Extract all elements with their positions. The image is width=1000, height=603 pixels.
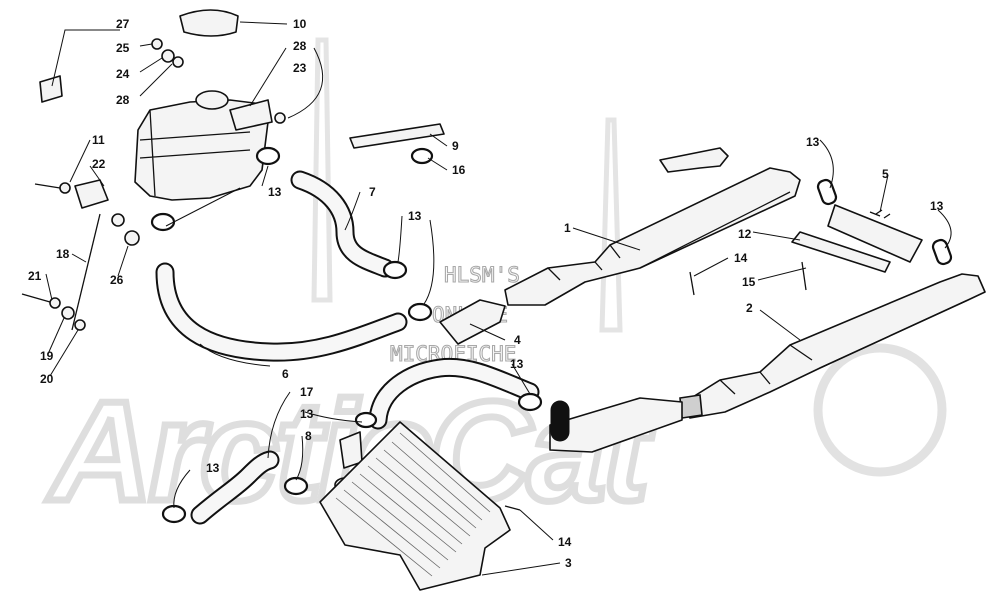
hose-5 — [827, 204, 923, 263]
tank-mount-bracket — [229, 99, 273, 131]
watermark-wheel — [813, 343, 947, 477]
callout-18: 18 — [56, 247, 70, 261]
watermark-spire-right — [599, 117, 623, 333]
heat-exchanger-plate-3 — [319, 421, 511, 591]
watermark-line-1: HLSM'S — [444, 263, 520, 287]
hose-17 — [190, 450, 280, 525]
spacer-28b — [274, 112, 286, 124]
callout-13-right-upper: 13 — [806, 135, 820, 149]
callout-21: 21 — [28, 269, 42, 283]
heat-exchanger-rail-upper — [504, 147, 801, 306]
callout-9: 9 — [452, 139, 459, 153]
screw-14-plate — [504, 505, 521, 511]
callout-11: 11 — [92, 133, 105, 147]
spacer-28a — [172, 56, 184, 68]
callout-10: 10 — [293, 17, 307, 31]
callout-17: 17 — [300, 385, 314, 399]
washer-22 — [111, 213, 125, 227]
rail-end-cap — [679, 394, 703, 419]
callout-1: 1 — [564, 221, 571, 235]
callout-4: 4 — [514, 333, 521, 347]
callout-24: 24 — [116, 67, 130, 81]
deflector-12 — [791, 231, 891, 273]
clamp-fitting — [354, 411, 378, 429]
hose-7 — [290, 170, 395, 278]
callout-28-left: 28 — [116, 93, 130, 107]
hose-6 — [155, 262, 408, 362]
callout-6: 6 — [282, 367, 289, 381]
callout-3: 3 — [565, 556, 572, 570]
callout-12: 12 — [738, 227, 752, 241]
callout-26: 26 — [110, 273, 124, 287]
washer-24 — [161, 49, 175, 63]
callout-20: 20 — [40, 372, 54, 386]
bolt-21 — [49, 297, 61, 309]
callout-14-rail: 14 — [734, 251, 748, 265]
callout-16: 16 — [452, 163, 466, 177]
callout-13-tank: 13 — [268, 185, 282, 199]
clamp-hose-7 — [382, 260, 408, 280]
callout-13-hose7: 13 — [408, 209, 422, 223]
callout-7: 7 — [369, 185, 376, 199]
leader-lines — [45, 21, 952, 576]
callout-13-hose17: 13 — [206, 461, 220, 475]
clamp-hose-6 — [407, 302, 433, 322]
clamp-right-lower — [931, 238, 953, 266]
clamp-hose-4 — [517, 392, 543, 412]
callout-13-hose4: 13 — [510, 357, 524, 371]
lock-washer-20 — [74, 319, 86, 331]
rail-bracket — [659, 147, 729, 173]
screw-14 — [689, 271, 695, 296]
screw-15 — [801, 261, 807, 291]
rod-18 — [71, 213, 101, 331]
mount-hardware — [21, 179, 140, 331]
callout-25: 25 — [116, 41, 130, 55]
callout-5: 5 — [882, 167, 889, 181]
clamp-tank-outlet — [255, 146, 281, 166]
decal-27 — [39, 75, 63, 103]
callout-28-right: 28 — [293, 39, 307, 53]
watermark-spire-left — [311, 37, 333, 303]
tank-filler-neck — [195, 90, 229, 110]
callout-19: 19 — [40, 349, 54, 363]
bracket-22 — [74, 179, 109, 209]
callout-labels: 27 25 24 28 28 23 10 9 16 11 22 13 7 13 … — [28, 17, 944, 570]
callout-8: 8 — [305, 429, 312, 443]
nut-26 — [124, 230, 140, 246]
hose-4 — [368, 357, 540, 430]
rail-front-section — [549, 397, 683, 453]
clamps-13 — [150, 146, 543, 524]
clamp-16 — [410, 147, 434, 165]
bolt-25 — [151, 38, 163, 50]
callout-2: 2 — [746, 301, 753, 315]
callout-15: 15 — [742, 275, 756, 289]
callout-23: 23 — [293, 61, 307, 75]
callout-27: 27 — [116, 17, 130, 31]
overflow-tube-9 — [349, 123, 445, 149]
washer-19 — [61, 306, 75, 320]
clamp-tank-lower — [150, 212, 176, 232]
radiator-cap — [179, 9, 239, 37]
clamp-hose-17 — [161, 504, 187, 524]
bolt-11 — [59, 182, 71, 194]
callout-14-plate: 14 — [558, 535, 572, 549]
rail-connector — [439, 299, 506, 345]
callout-13-fitting: 13 — [300, 407, 314, 421]
expansion-tank — [39, 9, 445, 201]
callout-13-right-lower: 13 — [930, 199, 944, 213]
clamp-right-upper — [816, 178, 838, 206]
clamp-8 — [283, 476, 309, 496]
callout-22: 22 — [92, 157, 106, 171]
